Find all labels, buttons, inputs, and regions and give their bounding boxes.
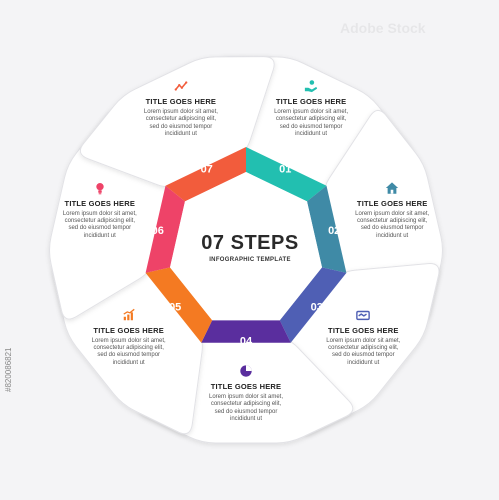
step-title-01: TITLE GOES HERE <box>275 96 347 106</box>
step-body-line: Lorem ipsum dolor sit amet, <box>91 337 166 344</box>
step-body-line: consectetur adipiscing elit, <box>275 116 347 123</box>
step-card-text-03: TITLE GOES HERE Lorem ipsum dolor sit ame… <box>298 326 428 368</box>
lightbulb-icon <box>93 181 107 195</box>
step-body-04: Lorem ipsum dolor sit amet,consectetur a… <box>181 394 311 424</box>
ring-segment-04 <box>201 320 291 343</box>
step-title-05: TITLE GOES HERE <box>93 325 164 335</box>
ring-segment-02 <box>307 185 347 273</box>
step-number-03: 03 <box>311 301 323 313</box>
step-number-04: 04 <box>240 336 253 348</box>
step-body-line: sed do eiusmod tempor <box>214 408 278 415</box>
step-body-02: Lorem ipsum dolor sit amet,consectetur a… <box>327 211 457 241</box>
step-card-text-05: TITLE GOES HERE Lorem ipsum dolor sit ame… <box>64 326 194 368</box>
watermark-id: #820086821 <box>4 347 13 393</box>
step-title-07: TITLE GOES HERE <box>145 96 217 106</box>
cards-layer <box>49 56 443 444</box>
step-body-line: Lorem ipsum dolor sit amet, <box>143 108 218 115</box>
home-icon <box>385 181 399 195</box>
pie-chart-icon <box>239 364 253 378</box>
trend-line-icon <box>174 79 188 93</box>
step-card-07 <box>79 56 275 188</box>
step-body-line: Lorem ipsum dolor sit amet, <box>208 394 284 400</box>
step-body-line: consectetur adipiscing elit, <box>328 344 399 351</box>
step-title-03: TITLE GOES HERE <box>328 325 399 335</box>
handshake-icon <box>356 308 371 322</box>
step-body-line: sed do eiusmod tempor <box>279 123 343 130</box>
ring-segment-05 <box>145 267 213 343</box>
step-body-line: consectetur adipiscing elit, <box>145 116 217 123</box>
step-body-line: Lorem ipsum dolor sit amet, <box>274 108 349 115</box>
ring-segment-06 <box>145 185 185 273</box>
step-body-line: consectetur adipiscing elit, <box>64 218 135 224</box>
step-body-01: Lorem ipsum dolor sit amet,consectetur a… <box>246 109 376 139</box>
ring-segment-07 <box>165 147 246 202</box>
center-title: 07 STEPS <box>201 232 299 254</box>
step-body-line: incididunt ut <box>164 131 197 138</box>
step-body-line: incididunt ut <box>229 416 263 423</box>
step-body-line: Lorem ipsum dolor sit amet, <box>62 210 137 217</box>
step-body-07: Lorem ipsum dolor sit amet,consectetur a… <box>116 109 246 139</box>
center-heptagon <box>170 172 322 321</box>
step-body-line: consectetur adipiscing elit, <box>210 401 282 408</box>
step-body-line: sed do eiusmod tempor <box>68 225 132 232</box>
center-subtitle: INFOGRAPHIC TEMPLATE <box>209 257 291 263</box>
hand-coin-icon <box>304 79 318 93</box>
step-ring <box>145 147 347 343</box>
step-body-line: incididunt ut <box>112 359 145 366</box>
step-body-03: Lorem ipsum dolor sit amet,consectetur a… <box>298 338 428 368</box>
step-title-02: TITLE GOES HERE <box>356 198 428 208</box>
step-body-line: incididunt ut <box>295 131 328 138</box>
step-card-text-04: TITLE GOES HERE Lorem ipsum dolor sit ame… <box>181 382 311 424</box>
step-card-text-07: TITLE GOES HERE Lorem ipsum dolor sit ame… <box>116 97 246 139</box>
step-number-06: 06 <box>152 225 164 237</box>
step-number-labels: 01 02 03 04 05 06 07 <box>152 164 341 348</box>
step-body-06: Lorem ipsum dolor sit amet,consectetur a… <box>35 211 165 241</box>
step-body-line: consectetur adipiscing elit, <box>93 344 164 351</box>
step-title-06: TITLE GOES HERE <box>64 198 136 208</box>
ring-segment-03 <box>279 267 347 343</box>
step-title-04: TITLE GOES HERE <box>210 382 282 391</box>
step-body-05: Lorem ipsum dolor sit amet,consectetur a… <box>64 338 194 368</box>
step-body-line: incididunt ut <box>347 359 380 366</box>
step-card-text-01: TITLE GOES HERE Lorem ipsum dolor sit ame… <box>246 97 376 139</box>
step-card-text-02: TITLE GOES HERE Lorem ipsum dolor sit ame… <box>327 199 457 241</box>
step-body-line: Lorem ipsum dolor sit amet, <box>326 337 401 344</box>
step-card-text-06: TITLE GOES HERE Lorem ipsum dolor sit ame… <box>35 199 165 241</box>
growth-chart-icon <box>122 308 136 322</box>
step-number-01: 01 <box>279 164 291 176</box>
step-body-line: sed do eiusmod tempor <box>331 352 395 359</box>
step-number-02: 02 <box>328 225 340 237</box>
step-body-line: sed do eiusmod tempor <box>97 352 161 359</box>
step-body-line: sed do eiusmod tempor <box>360 225 424 232</box>
ring-segment-01 <box>246 147 327 202</box>
step-number-05: 05 <box>169 301 181 313</box>
watermark-brand: Adobe Stock <box>340 20 426 36</box>
step-number-07: 07 <box>201 164 213 176</box>
step-body-line: consectetur adipiscing elit, <box>357 218 428 224</box>
step-body-line: sed do eiusmod tempor <box>149 123 213 130</box>
step-body-line: incididunt ut <box>376 232 409 239</box>
step-body-line: Lorem ipsum dolor sit amet, <box>355 210 430 217</box>
step-body-line: incididunt ut <box>83 232 116 239</box>
